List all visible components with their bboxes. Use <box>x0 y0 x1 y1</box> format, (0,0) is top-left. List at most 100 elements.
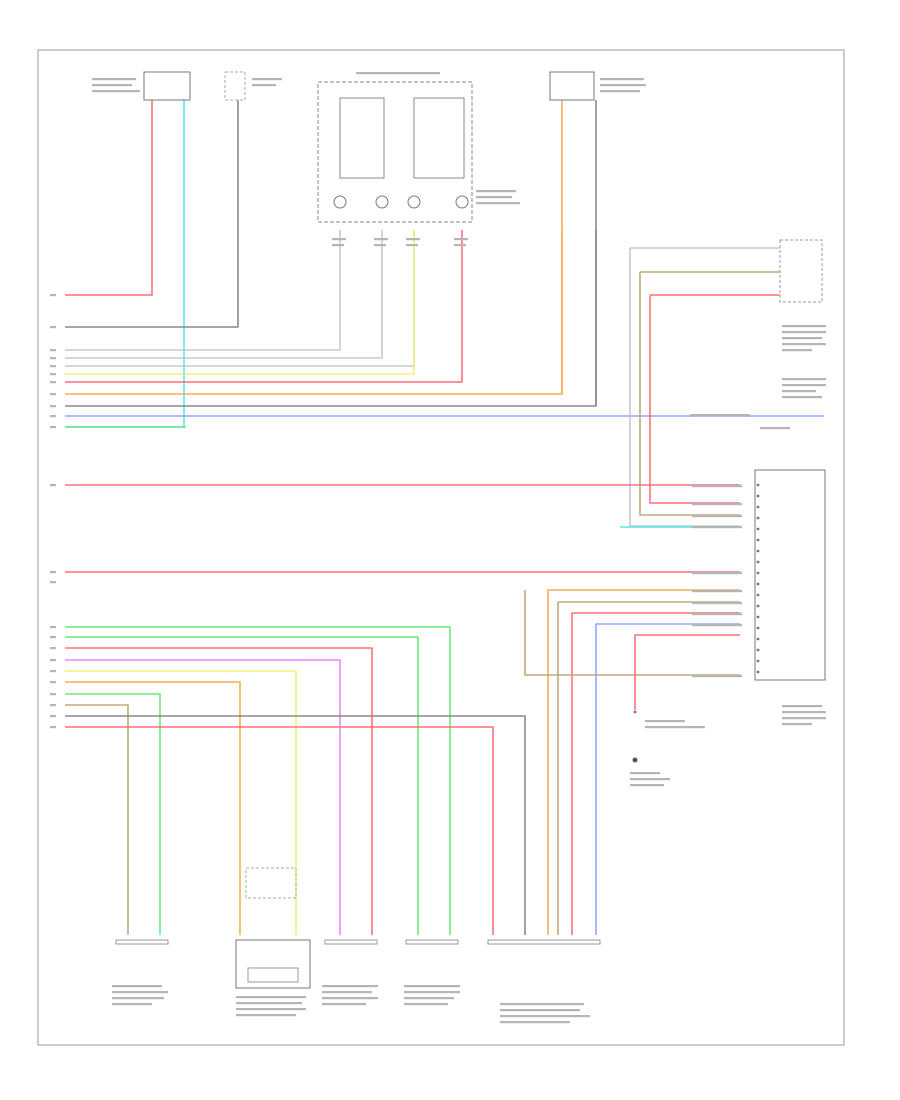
pin-number <box>50 426 56 429</box>
pin-marker <box>756 615 760 619</box>
pin-marker <box>756 626 760 630</box>
wire-bus-lower <box>65 704 129 935</box>
pin-marker <box>756 604 760 608</box>
components-layer <box>50 71 826 1024</box>
wire-label <box>692 503 742 506</box>
wire-label <box>112 991 168 994</box>
wire-label <box>782 723 812 726</box>
wire-label <box>404 985 460 988</box>
wire-label <box>782 390 816 393</box>
pin-marker <box>756 549 760 553</box>
top-right-module <box>549 71 595 101</box>
wire-label <box>322 985 378 988</box>
right-upper-connector <box>779 239 823 303</box>
wire-right-red-ground <box>634 634 740 710</box>
switch-right <box>413 97 465 179</box>
wire-label <box>692 485 742 488</box>
wire-label <box>645 720 685 723</box>
pin-marker <box>756 582 760 586</box>
wire-right-tan <box>639 272 740 516</box>
wire-label <box>782 705 822 708</box>
pin-marker <box>633 710 637 714</box>
wire-bus-lower <box>65 726 494 935</box>
wire-label <box>404 1003 448 1006</box>
wire-label <box>645 726 705 729</box>
wire-label <box>406 244 418 247</box>
wire-label <box>236 1002 302 1005</box>
wire-label <box>782 396 822 399</box>
wire-label <box>252 78 282 81</box>
wire-label <box>374 238 388 241</box>
wire-label <box>112 985 162 988</box>
pin-marker <box>756 560 760 564</box>
wire-label <box>322 991 372 994</box>
pin-number <box>50 670 56 673</box>
pin-marker <box>756 516 760 520</box>
wire-label <box>782 717 826 720</box>
wire-label <box>236 1008 306 1011</box>
pin-number <box>50 393 56 396</box>
wire-label <box>500 1015 590 1018</box>
pin-marker <box>756 538 760 542</box>
wire-cyan-top-left <box>65 100 185 428</box>
wire-label <box>600 78 644 81</box>
assembly-title <box>356 72 440 75</box>
wire-label <box>454 244 466 247</box>
wire-label <box>332 238 346 241</box>
pin-number <box>50 349 56 352</box>
wire-label <box>332 244 344 247</box>
pin-number <box>50 715 56 718</box>
diagram-frame <box>37 49 845 1046</box>
switch-lamp <box>455 195 469 209</box>
right-main-module <box>754 469 826 681</box>
wire-label <box>692 572 742 575</box>
pin-marker <box>756 505 760 509</box>
wire-label <box>406 238 420 241</box>
wire-label <box>782 331 826 334</box>
sensor-right-group <box>487 939 601 945</box>
wire-label <box>692 613 742 616</box>
pin-number <box>50 294 56 297</box>
sensor-center-box <box>235 939 311 989</box>
wire-label <box>600 90 640 93</box>
wire-right-tan-2 <box>557 601 740 935</box>
wire-label <box>500 1009 580 1012</box>
wire-label <box>782 378 826 381</box>
pin-number <box>50 357 56 360</box>
pin-number <box>50 571 56 574</box>
wire-bus-lower <box>65 636 419 935</box>
wire-label <box>692 515 742 518</box>
wire-label <box>782 325 826 328</box>
wire-label <box>760 427 790 430</box>
wire-label <box>112 1003 152 1006</box>
top-center-switch-assembly <box>317 81 473 223</box>
wire-bus-lower <box>65 659 341 935</box>
sensor-center-inner <box>247 967 299 983</box>
wire-bus-lower <box>65 693 161 935</box>
wire-label <box>692 624 742 627</box>
sensor-left <box>115 939 169 945</box>
pin-number <box>50 647 56 650</box>
wire-bus-upper <box>65 230 597 407</box>
pin-marker <box>756 670 760 674</box>
wire-bus-lower <box>65 647 373 935</box>
pin-number <box>50 405 56 408</box>
pin-marker <box>756 648 760 652</box>
sensor-center-top <box>245 867 297 899</box>
wire-bus-upper <box>65 230 563 395</box>
wire-label <box>322 997 378 1000</box>
wire-label <box>252 84 276 87</box>
switch-lamp <box>333 195 347 209</box>
wire-bus-lower <box>65 626 451 935</box>
wire-gray-top-left <box>65 100 239 328</box>
wire-label <box>630 784 664 787</box>
wire-label <box>476 190 516 193</box>
wire-label <box>236 1014 296 1017</box>
wire-label <box>236 996 306 999</box>
wire-label <box>692 590 742 593</box>
wire-label <box>692 602 742 605</box>
wire-red-top-left <box>65 100 153 296</box>
wire-label <box>782 337 822 340</box>
pin-number <box>50 581 56 584</box>
